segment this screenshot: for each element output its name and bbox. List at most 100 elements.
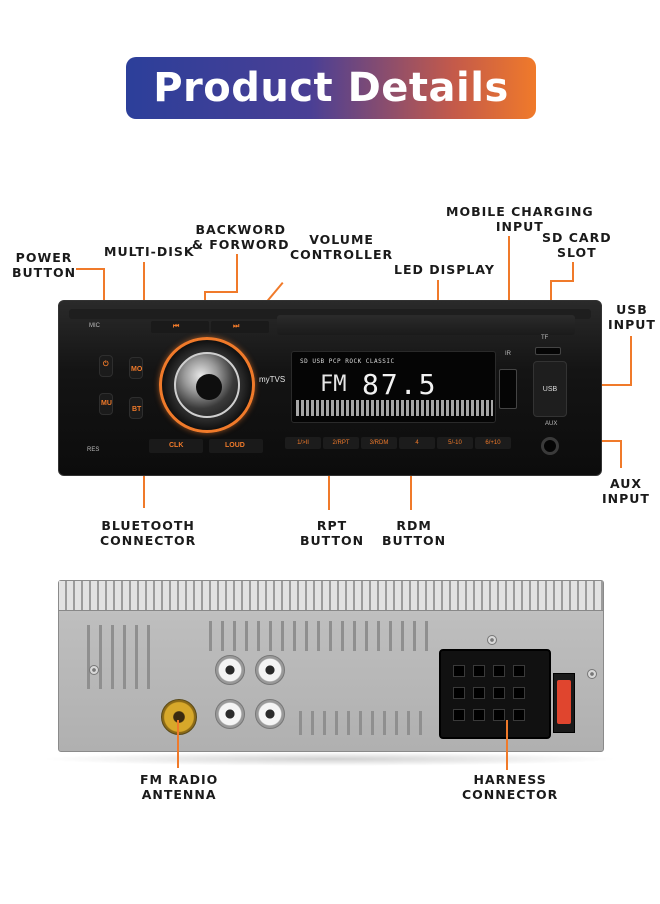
rca-jack-3[interactable] xyxy=(215,699,245,729)
forward-icon: ⏭ xyxy=(233,323,240,330)
mute-label: MU xyxy=(101,400,112,407)
rca-jack-2[interactable] xyxy=(255,655,285,685)
harness-connector[interactable] xyxy=(439,649,551,739)
rear-vents-left xyxy=(87,625,157,689)
screw-right xyxy=(587,669,597,679)
callout-bluetooth-connector: BLUETOOTH CONNECTOR xyxy=(100,518,197,548)
led-display: SD USB PCP ROCK CLASSIC FM 87.5 xyxy=(291,351,496,423)
power-button[interactable]: ⏻ xyxy=(99,355,113,377)
harness-pin xyxy=(493,709,505,721)
volume-knob[interactable] xyxy=(159,337,255,433)
stereo-front-panel: MIC RES ⏻ MU MO BT ⏮ ⏭ myTVS CLK LOUD SD… xyxy=(58,300,602,476)
callout-multi-disk: MULTI-DISK xyxy=(104,244,195,259)
callout-sd-card-slot: SD CARD SLOT xyxy=(542,230,612,260)
lcd-band: FM xyxy=(320,372,347,397)
loud-button[interactable]: LOUD xyxy=(209,439,263,453)
harness-pin xyxy=(513,709,525,721)
leader-harness xyxy=(506,720,508,770)
leader-backword-h xyxy=(204,291,238,293)
bluetooth-button[interactable]: BT xyxy=(129,397,143,419)
front-flap xyxy=(277,315,575,335)
power-icon: ⏻ xyxy=(103,361,109,368)
knob-center xyxy=(196,374,222,400)
preset-6[interactable]: 6/+10 xyxy=(475,437,511,449)
leader-usb-v xyxy=(630,336,632,386)
harness-pin xyxy=(493,665,505,677)
harness-pin xyxy=(453,709,465,721)
fm-antenna-jack[interactable] xyxy=(161,699,197,735)
loud-label: LOUD xyxy=(225,442,245,449)
fuse-holder xyxy=(553,673,575,733)
usb-input-port[interactable]: USB xyxy=(533,361,567,417)
stereo-rear-chassis xyxy=(58,580,604,752)
rca-jack-1[interactable] xyxy=(215,655,245,685)
harness-pin xyxy=(473,709,485,721)
clk-button[interactable]: CLK xyxy=(149,439,203,453)
preset-2-rpt[interactable]: 2/RPT xyxy=(323,437,359,449)
res-label: RES xyxy=(87,447,100,453)
callout-aux-input: AUX INPUT xyxy=(602,476,650,506)
mute-button[interactable]: MU xyxy=(99,393,113,415)
leader-rdm xyxy=(410,448,412,510)
bluetooth-label: BT xyxy=(132,406,142,413)
aux-input-jack[interactable] xyxy=(541,437,559,455)
callout-rdm-button: RDM BUTTON xyxy=(382,518,447,548)
mode-button[interactable]: MO xyxy=(129,357,143,379)
front-top-strip xyxy=(69,309,591,319)
callout-volume-controller: VOLUME CONTROLLER xyxy=(290,232,394,262)
callout-power-button: POWER BUTTON xyxy=(12,250,77,280)
lcd-indicators: SD USB PCP ROCK CLASSIC xyxy=(300,358,395,365)
ir-label: IR xyxy=(505,351,511,357)
rear-vents-mid xyxy=(209,621,429,651)
callout-harness-connector: HARNESS CONNECTOR xyxy=(462,772,559,802)
leader-aux-v xyxy=(620,440,622,468)
brand-logo: myTVS xyxy=(259,375,286,384)
rca-jack-4[interactable] xyxy=(255,699,285,729)
lcd-spectrum xyxy=(296,400,493,416)
usb-label: USB xyxy=(542,386,558,393)
preset-4[interactable]: 4 xyxy=(399,437,435,449)
next-track-button[interactable]: ⏭ xyxy=(211,321,269,333)
leader-sd-h xyxy=(550,280,574,282)
preset-5[interactable]: 5/-10 xyxy=(437,437,473,449)
sd-card-slot[interactable] xyxy=(535,347,561,355)
page-title-banner: Product Details xyxy=(126,57,536,119)
fuse[interactable] xyxy=(557,680,571,724)
mode-label: MO xyxy=(131,366,143,373)
callout-mobile-charging: MOBILE CHARGING INPUT xyxy=(446,204,594,234)
rear-vents-bottom xyxy=(299,711,429,735)
preset-3-rdm[interactable]: 3/RDM xyxy=(361,437,397,449)
screw-left xyxy=(89,665,99,675)
preset-1[interactable]: 1/>II xyxy=(285,437,321,449)
harness-pin xyxy=(473,665,485,677)
leader-backword-v xyxy=(236,254,238,292)
screw-top xyxy=(487,635,497,645)
mobile-charging-port[interactable] xyxy=(499,369,517,409)
harness-pin xyxy=(473,687,485,699)
harness-pin xyxy=(453,665,465,677)
clk-label: CLK xyxy=(169,442,184,449)
knob-ring xyxy=(174,352,240,418)
leader-sd-v xyxy=(572,262,574,282)
harness-pin xyxy=(493,687,505,699)
harness-pin xyxy=(453,687,465,699)
callout-led-display: LED DISPLAY xyxy=(394,262,495,277)
backward-icon: ⏮ xyxy=(173,323,180,330)
aux-label: AUX xyxy=(545,421,558,427)
callout-backword-forword: BACKWORD & FORWORD xyxy=(192,222,290,252)
rear-shadow xyxy=(40,752,620,766)
leader-antenna xyxy=(177,720,179,768)
harness-pin xyxy=(513,687,525,699)
callout-usb-input: USB INPUT xyxy=(608,302,656,332)
leader-rpt xyxy=(328,448,330,510)
prev-track-button[interactable]: ⏮ xyxy=(151,321,209,333)
mic-label: MIC xyxy=(89,323,100,329)
lcd-frequency: 87.5 xyxy=(362,368,438,401)
callout-rpt-button: RPT BUTTON xyxy=(300,518,365,548)
harness-pin xyxy=(513,665,525,677)
rear-top-heatsink xyxy=(59,581,603,611)
page-title: Product Details xyxy=(153,65,509,111)
leader-power xyxy=(76,268,104,270)
preset-buttons: 1/>II 2/RPT 3/RDM 4 5/-10 6/+10 xyxy=(285,437,511,449)
callout-fm-radio-antenna: FM RADIO ANTENNA xyxy=(140,772,219,802)
